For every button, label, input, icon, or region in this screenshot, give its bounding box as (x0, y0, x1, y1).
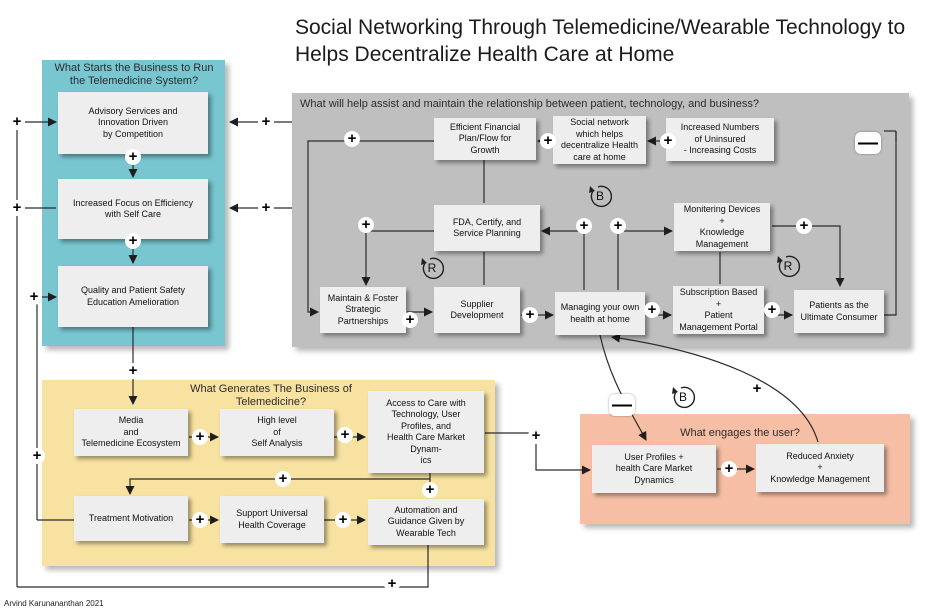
node-patients-consumer: Patients as the Ultimate Consumer (794, 290, 884, 333)
plus-sign: + (540, 133, 556, 149)
node-monitoring-devices: Monitering Devices + Knowledge Managemen… (674, 203, 770, 251)
plus-sign: + (192, 429, 208, 445)
panel-heading-starts: What Starts the Business to Run the Tele… (54, 62, 214, 87)
node-quality-patient-safety: Quality and Patient Safety Education Ame… (58, 266, 208, 327)
node-increased-uninsured: Increased Numbers of Uninsured - Increas… (666, 118, 774, 161)
loop-label: B (595, 189, 604, 203)
plus-sign: + (337, 427, 353, 443)
balancing-loop-icon: B (586, 182, 614, 210)
node-fda-certify: FDA, Certify, and Service Planning (434, 205, 540, 251)
node-universal-health-coverage: Support Universal Health Coverage (220, 496, 324, 543)
plus-sign: + (422, 482, 438, 498)
loop-label: R (783, 259, 793, 273)
plus-sign: + (749, 381, 765, 397)
node-social-network: Social network which helps decentralize … (553, 116, 646, 164)
diagram-title: Social Networking Through Telemedicine/W… (295, 16, 906, 66)
node-advisory-services: Advisory Services and Innovation Driven … (58, 92, 208, 154)
plus-sign: + (358, 217, 374, 233)
node-efficient-financial-plan: Efficient Financial Plan/Flow for Growth (434, 118, 536, 160)
plus-sign: + (384, 576, 400, 592)
plus-sign: + (764, 302, 780, 318)
plus-sign: + (610, 218, 626, 234)
plus-sign: + (9, 200, 25, 216)
node-user-profiles: User Profiles + health Care Market Dynam… (592, 445, 716, 493)
node-treatment-motivation: Treatment Motivation (74, 496, 188, 541)
panel-heading-maintain: What will help assist and maintain the r… (300, 98, 760, 110)
node-managing-own-health: Managing your own health at home (555, 292, 645, 335)
node-self-analysis: High level of Self Analysis (220, 409, 334, 456)
node-access-to-care: Access to Care with Technology, User Pro… (368, 391, 484, 473)
author-credit: Arvind Karunananthan 2021 (4, 599, 104, 608)
node-reduced-anxiety: Reduced Anxiety + Knowledge Management (756, 444, 884, 492)
plus-sign: + (125, 363, 141, 379)
reinforcing-loop-icon: R (774, 252, 802, 280)
plus-sign: + (660, 133, 676, 149)
plus-sign: + (192, 512, 208, 528)
node-increased-efficiency: Increased Focus on Efficiency with Self … (58, 179, 208, 239)
plus-sign: + (275, 471, 291, 487)
minus-sign: — (609, 394, 635, 416)
plus-sign: + (528, 428, 544, 444)
plus-sign: + (576, 218, 592, 234)
minus-sign: — (855, 132, 881, 154)
plus-sign: + (522, 307, 538, 323)
node-supplier-development: Supplier Development (434, 287, 520, 333)
plus-sign: + (335, 512, 351, 528)
reinforcing-loop-icon: R (418, 254, 446, 282)
plus-sign: + (402, 312, 418, 328)
plus-sign: + (26, 289, 42, 305)
plus-sign: + (9, 114, 25, 130)
loop-label: B (678, 390, 687, 404)
plus-sign: + (258, 200, 274, 216)
plus-sign: + (796, 218, 812, 234)
plus-sign: + (344, 131, 360, 147)
plus-sign: + (258, 114, 274, 130)
node-automation-wearable: Automation and Guidance Given by Wearabl… (368, 499, 484, 545)
plus-sign: + (125, 233, 141, 249)
node-media-ecosystem: Media and Telemedicine Ecosystem (74, 409, 188, 456)
node-strategic-partnerships: Maintain & Foster Strategic Partnerships (320, 287, 406, 333)
panel-heading-engages: What engages the user? (680, 427, 800, 439)
balancing-loop-icon: B (669, 383, 697, 411)
plus-sign: + (29, 448, 45, 464)
node-subscription-portal: Subscription Based + Patient Management … (673, 286, 764, 334)
panel-heading-generates: What Generates The Business of Telemedic… (190, 383, 352, 408)
plus-sign: + (125, 149, 141, 165)
plus-sign: + (721, 461, 737, 477)
loop-label: R (427, 261, 437, 275)
plus-sign: + (644, 302, 660, 318)
